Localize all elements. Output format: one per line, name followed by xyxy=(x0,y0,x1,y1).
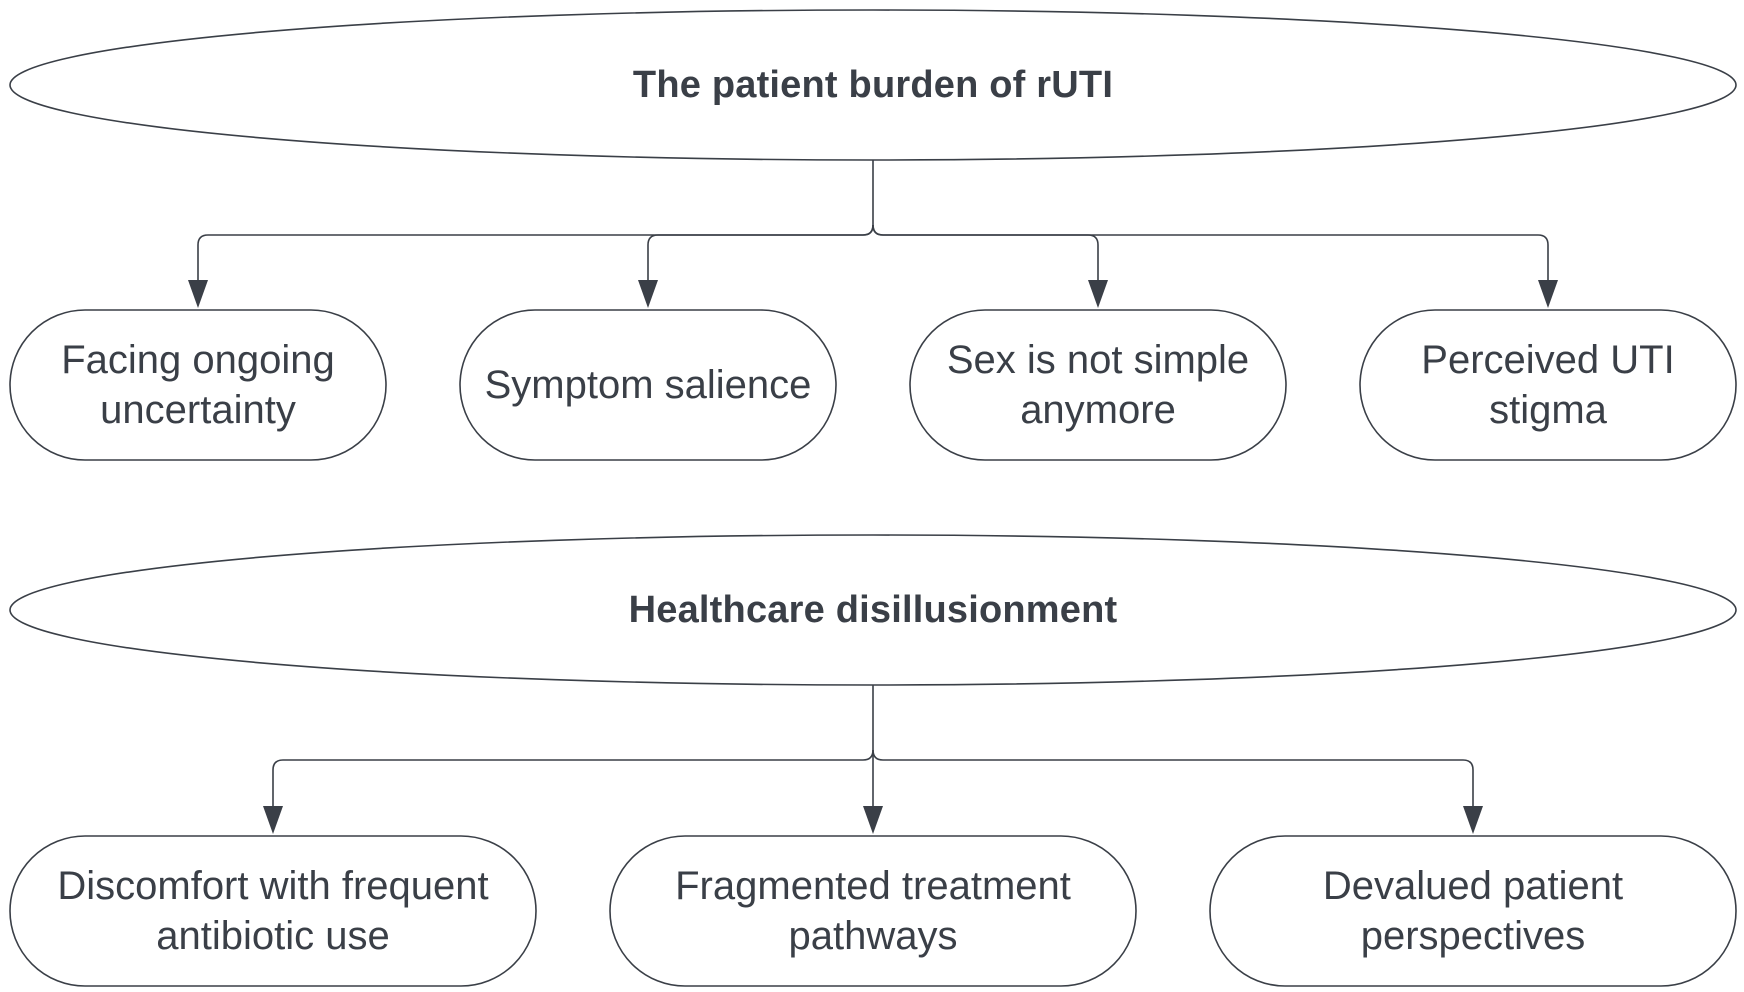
arrowhead-icon xyxy=(263,806,283,834)
subtheme-1-3-label: Sex is not simple anymore xyxy=(946,338,1250,432)
subtheme-2-3-pill xyxy=(1209,835,1737,987)
subtheme-2-2-label: Fragmented treatment pathways xyxy=(675,864,1071,958)
connector-theme-1-trunk xyxy=(197,160,874,295)
arrowhead-icon xyxy=(863,806,883,834)
connector-theme-1-to-sub-2 xyxy=(647,224,874,295)
theme-2-title: Healthcare disillusionment xyxy=(628,588,1118,631)
connector-theme-1-to-sub-4 xyxy=(872,224,1549,295)
arrowhead-icon xyxy=(638,280,658,308)
connector-theme-2-trunk xyxy=(272,685,874,820)
theme-2-connectors xyxy=(263,685,1483,834)
arrowhead-icon xyxy=(188,280,208,308)
theme-1-title: The patient burden of rUTI xyxy=(632,63,1114,106)
theme-1-connectors xyxy=(188,160,1558,308)
subtheme-2-3-label: Devalued patient perspectives xyxy=(1322,864,1624,958)
arrowhead-icon xyxy=(1463,806,1483,834)
subtheme-1-1-pill xyxy=(9,309,387,461)
subtheme-1-3-pill xyxy=(909,309,1287,461)
arrowhead-icon xyxy=(1538,280,1558,308)
subtheme-1-2-label: Symptom salience xyxy=(484,363,812,407)
subtheme-1-2-pill xyxy=(459,309,837,461)
subtheme-2-2-pill xyxy=(609,835,1137,987)
subtheme-1-4-label: Perceived UTI stigma xyxy=(1421,338,1675,432)
subtheme-2-1-pill xyxy=(9,835,537,987)
subtheme-1-1-label: Facing ongoing uncertainty xyxy=(61,338,335,432)
arrowhead-icon xyxy=(1088,280,1108,308)
subtheme-2-1-label: Discomfort with frequent antibiotic use xyxy=(57,864,489,958)
subtheme-1-4-pill xyxy=(1359,309,1737,461)
connector-theme-2-to-sub-3 xyxy=(872,749,1474,820)
